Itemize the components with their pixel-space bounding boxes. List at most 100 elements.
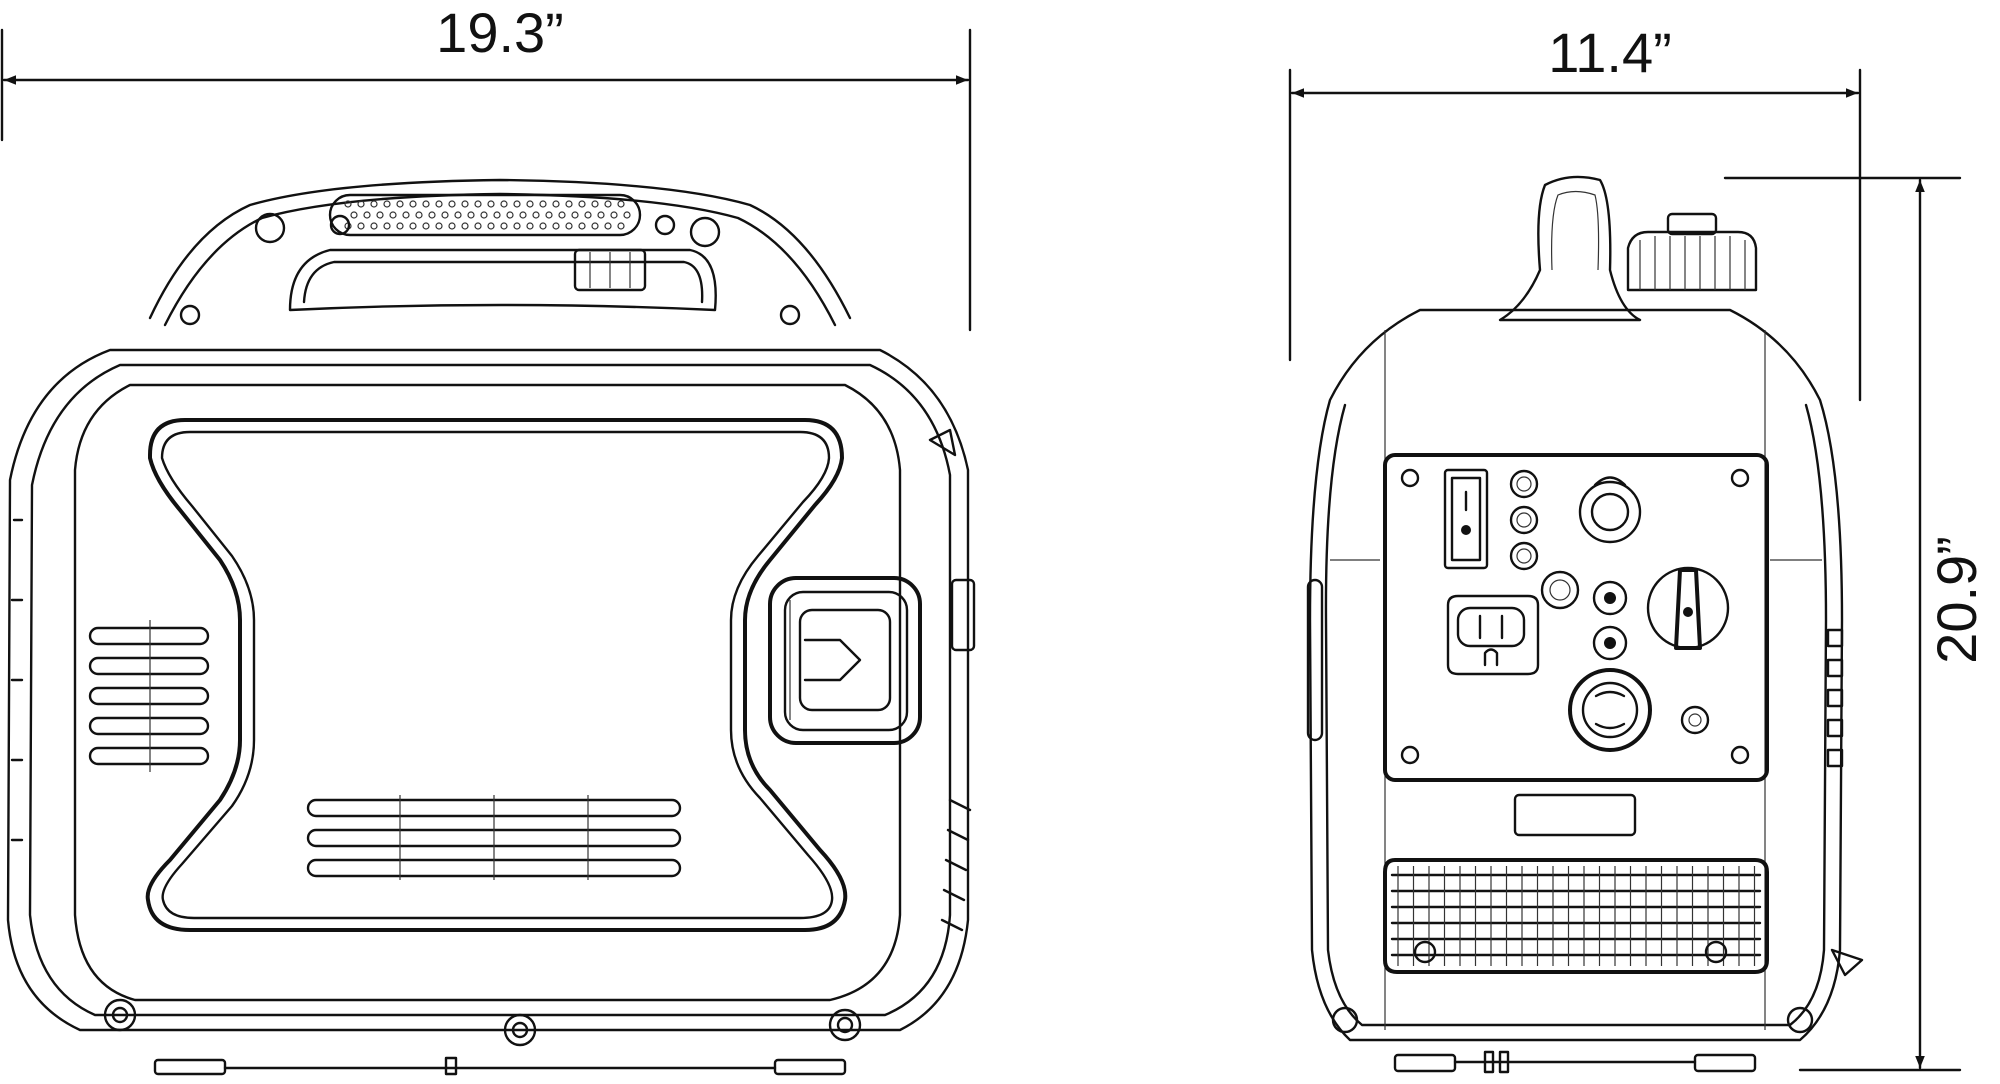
generator-body-side: [1306, 175, 1864, 1074]
grip-dot: [415, 211, 423, 219]
exhaust-vent: [1383, 793, 1769, 974]
grip-dot: [409, 200, 417, 208]
grip-dot: [578, 200, 586, 208]
grip-dot: [617, 200, 625, 208]
exhaust-label-plate: [1513, 793, 1637, 837]
side-latch: [1306, 578, 1324, 742]
grip-dot: [558, 211, 566, 219]
grip-dot: [526, 222, 534, 230]
grip-dot: [487, 200, 495, 208]
grip-dot: [461, 222, 469, 230]
side-ribs-right: [1826, 628, 1844, 768]
grip-dots: [344, 200, 631, 230]
side-clip: [928, 428, 957, 457]
screw-icon: [779, 304, 801, 326]
screw-icon: [1331, 1006, 1359, 1034]
side-view: 11.4” 20.9”: [1288, 21, 1988, 1074]
screw-icon: [1730, 745, 1750, 765]
side-foot-left: [1393, 1053, 1457, 1073]
screw-icon: [1400, 468, 1420, 488]
front-panel-frame: [73, 383, 902, 1002]
grip-dot: [357, 200, 365, 208]
dc-outlet: [1578, 480, 1642, 544]
indicator-lamp: [1509, 505, 1539, 535]
grip-dot: [422, 222, 430, 230]
side-inner-shell: [1324, 403, 1828, 1027]
side-handle-top: [1498, 175, 1642, 322]
grip-dot: [435, 222, 443, 230]
grip-dot: [513, 222, 521, 230]
handle-texture-pad: [328, 193, 642, 237]
side-width-dimension: 11.4”: [1288, 21, 1862, 402]
front-cover-panel: [145, 418, 848, 932]
grip-dot: [363, 211, 371, 219]
front-width-dimension: 19.3”: [0, 1, 972, 332]
fuel-access-door: [768, 576, 922, 745]
grip-dot: [344, 200, 352, 208]
grip-dot: [591, 200, 599, 208]
grip-dot: [376, 211, 384, 219]
grip-dot: [500, 222, 508, 230]
grip-dot: [448, 222, 456, 230]
screw-icon: [1413, 940, 1437, 964]
grip-dot: [480, 211, 488, 219]
grip-dot: [448, 200, 456, 208]
grip-dot: [454, 211, 462, 219]
grip-dot: [539, 200, 547, 208]
grip-dot: [396, 200, 404, 208]
grip-dot: [474, 222, 482, 230]
grip-dot: [578, 222, 586, 230]
indicator-lamp: [1509, 469, 1539, 499]
screw-icon: [1400, 745, 1420, 765]
grip-dot: [383, 200, 391, 208]
grip-dot: [370, 222, 378, 230]
grip-dot: [610, 211, 618, 219]
grip-dot: [435, 200, 443, 208]
fuel-cap-vent: [1666, 212, 1718, 236]
front-width-label: 19.3”: [436, 1, 564, 64]
fuel-cap: [1626, 212, 1758, 292]
grip-dot: [474, 200, 482, 208]
grip-dot: [597, 211, 605, 219]
grip-dot: [571, 211, 579, 219]
drain-stub: [444, 1056, 458, 1076]
handle-outer-outline: [148, 178, 852, 320]
grip-dot: [565, 200, 573, 208]
screw-icon: [654, 214, 676, 236]
grip-dot: [396, 222, 404, 230]
grip-dot: [519, 211, 527, 219]
screw-icon: [828, 1008, 862, 1042]
grip-dot: [467, 211, 475, 219]
carry-handle: [148, 178, 852, 327]
grip-dot: [389, 211, 397, 219]
handle-grip-opening: [288, 248, 717, 312]
grip-dot: [545, 211, 553, 219]
side-outer-shell: [1308, 308, 1844, 1042]
body-outer-shell: [6, 348, 970, 1032]
grip-dot: [617, 222, 625, 230]
side-height-label: 20.9”: [1925, 536, 1988, 664]
screw-icon: [1730, 468, 1750, 488]
grip-dot: [591, 222, 599, 230]
body-inner-shell: [28, 363, 952, 1017]
power-switch: [1443, 468, 1489, 570]
indicator-lamp: [1509, 541, 1539, 571]
control-panel: [1383, 453, 1769, 782]
grip-dot: [604, 222, 612, 230]
control-panel-plate: [1383, 453, 1769, 782]
vent-grille: [1390, 866, 1762, 966]
fuel-cap-body: [1626, 230, 1758, 292]
grip-dot: [552, 200, 560, 208]
side-latch: [950, 578, 976, 652]
grip-dot: [383, 222, 391, 230]
grip-dot: [493, 211, 501, 219]
grip-dot: [506, 211, 514, 219]
grip-dot: [461, 200, 469, 208]
grip-dot: [428, 211, 436, 219]
generator-body-front: [6, 348, 976, 1076]
grip-dot: [350, 211, 358, 219]
grip-dot: [539, 222, 547, 230]
side-width-label: 11.4”: [1548, 21, 1671, 84]
grip-dot: [513, 200, 521, 208]
